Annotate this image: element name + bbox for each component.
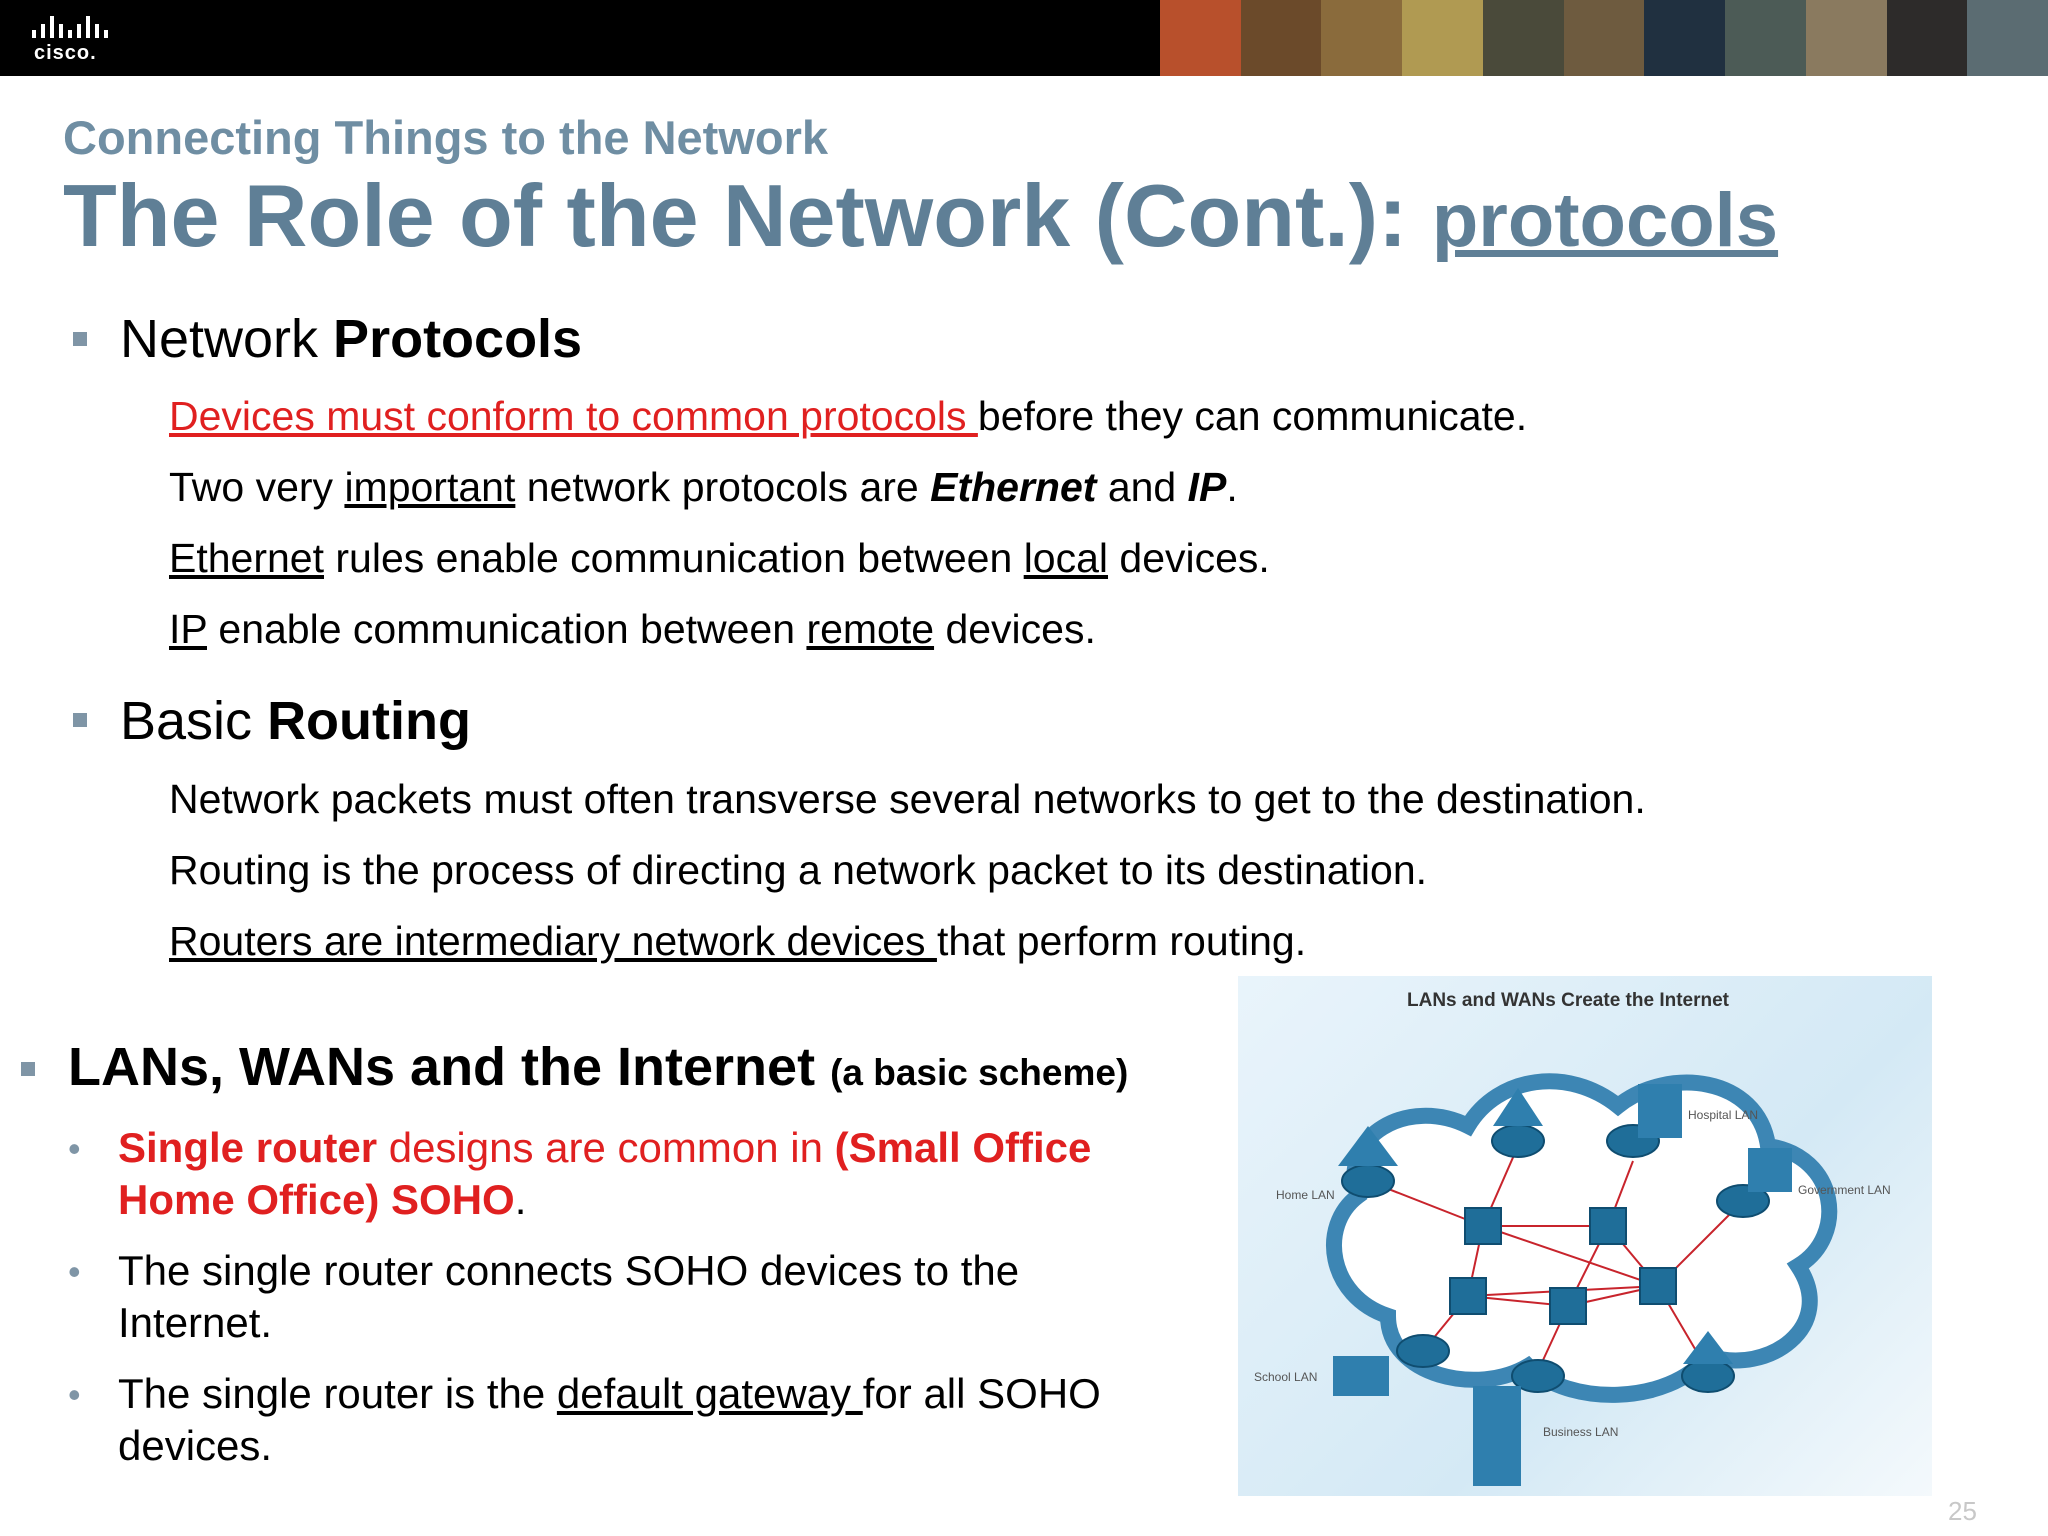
home-icon [1683,1331,1733,1364]
header-photo [1725,0,1806,76]
header-photo [1644,0,1726,76]
protocols-heading: Network Protocols [120,309,583,369]
header-photo [1805,0,1887,76]
diagram-title: LANs and WANs Create the Internet [1407,990,1730,1011]
business-lan-label: Business LAN [1543,1425,1618,1439]
router-icon [1396,1334,1450,1368]
router-icon [1681,1359,1735,1393]
protocols-line-4: IP enable communication between remote d… [169,606,1096,652]
routing-heading: Basic Routing [120,691,471,751]
cisco-bars-icon [32,14,118,38]
home-icon [1493,1088,1543,1126]
business-building-icon [1473,1386,1521,1486]
header-photo [1402,0,1483,76]
cisco-logo: cisco. [32,14,122,64]
internet-diagram-svg: LANs and WANs Create the Internet [1254,990,1891,1486]
building-icons [1333,1084,1792,1486]
lans-bullet-2: The single router connects SOHO devices … [118,1247,1020,1346]
switch-icon [1449,1277,1487,1315]
switch-icon [1549,1287,1587,1325]
bullet-square [73,713,87,727]
home-lan-label: Home LAN [1276,1188,1335,1202]
protocols-link[interactable]: protocols [1431,178,1779,263]
switch-icon [1464,1207,1502,1245]
header-photo [1886,0,1968,76]
switch-icons [1449,1207,1677,1325]
router-icons [1341,1124,1770,1393]
lans-heading: LANs, WANs and the Internet (a basic sch… [68,1037,1129,1097]
switch-icon [1589,1207,1627,1245]
switch-icon [1639,1267,1677,1305]
slide-title: The Role of the Network (Cont.): protoco… [63,165,1778,267]
header-photo [1240,0,1322,76]
bullet-square [73,332,87,346]
hospital-building-icon [1638,1084,1682,1138]
routing-line-3: Routers are intermediary network devices… [169,918,1307,964]
slide-title-main: The Role of the Network (Cont.): [63,166,1408,265]
routing-line-1: Network packets must often transverse se… [169,776,1646,822]
header-photo [1321,0,1403,76]
lan-labels: Hospital LAN Home LAN Government LAN Sch… [1254,1108,1891,1439]
router-icon [1716,1184,1770,1218]
bullet-dot: • [68,1374,81,1415]
protocols-line-2: Two very important network protocols are… [169,464,1238,510]
header-photo [1160,0,1241,76]
bullet-dot: • [68,1251,81,1292]
school-building-icon [1333,1356,1389,1396]
government-lan-label: Government LAN [1798,1183,1891,1197]
slide-subtitle: Connecting Things to the Network [63,111,829,164]
router-icon [1491,1124,1545,1158]
internet-diagram: LANs and WANs Create the Internet [1238,976,1932,1496]
logo-text: cisco. [34,42,97,64]
hospital-lan-label: Hospital LAN [1688,1108,1758,1122]
government-building-icon [1748,1148,1792,1192]
protocols-line-3: Ethernet rules enable communication betw… [169,535,1270,581]
bullet-square [21,1062,35,1076]
header-bar: cisco. [0,0,2048,76]
router-icon [1511,1359,1565,1393]
home-icon [1338,1126,1398,1166]
header-photo [1482,0,1564,76]
header-photo [1967,0,2048,76]
header-photo-strip [1160,0,2048,76]
school-lan-label: School LAN [1254,1370,1317,1384]
header-photo [1563,0,1645,76]
routing-line-2: Routing is the process of directing a ne… [169,847,1428,893]
lans-bullet-3: The single router is the default gateway… [118,1370,1101,1469]
protocols-line-1: Devices must conform to common protocols… [169,393,1528,439]
bullet-dot: • [68,1128,81,1169]
router-icon [1341,1164,1395,1198]
page-number: 25 [1948,1496,1977,1526]
lans-bullet-1: Single router designs are common in (Sma… [118,1124,1092,1223]
